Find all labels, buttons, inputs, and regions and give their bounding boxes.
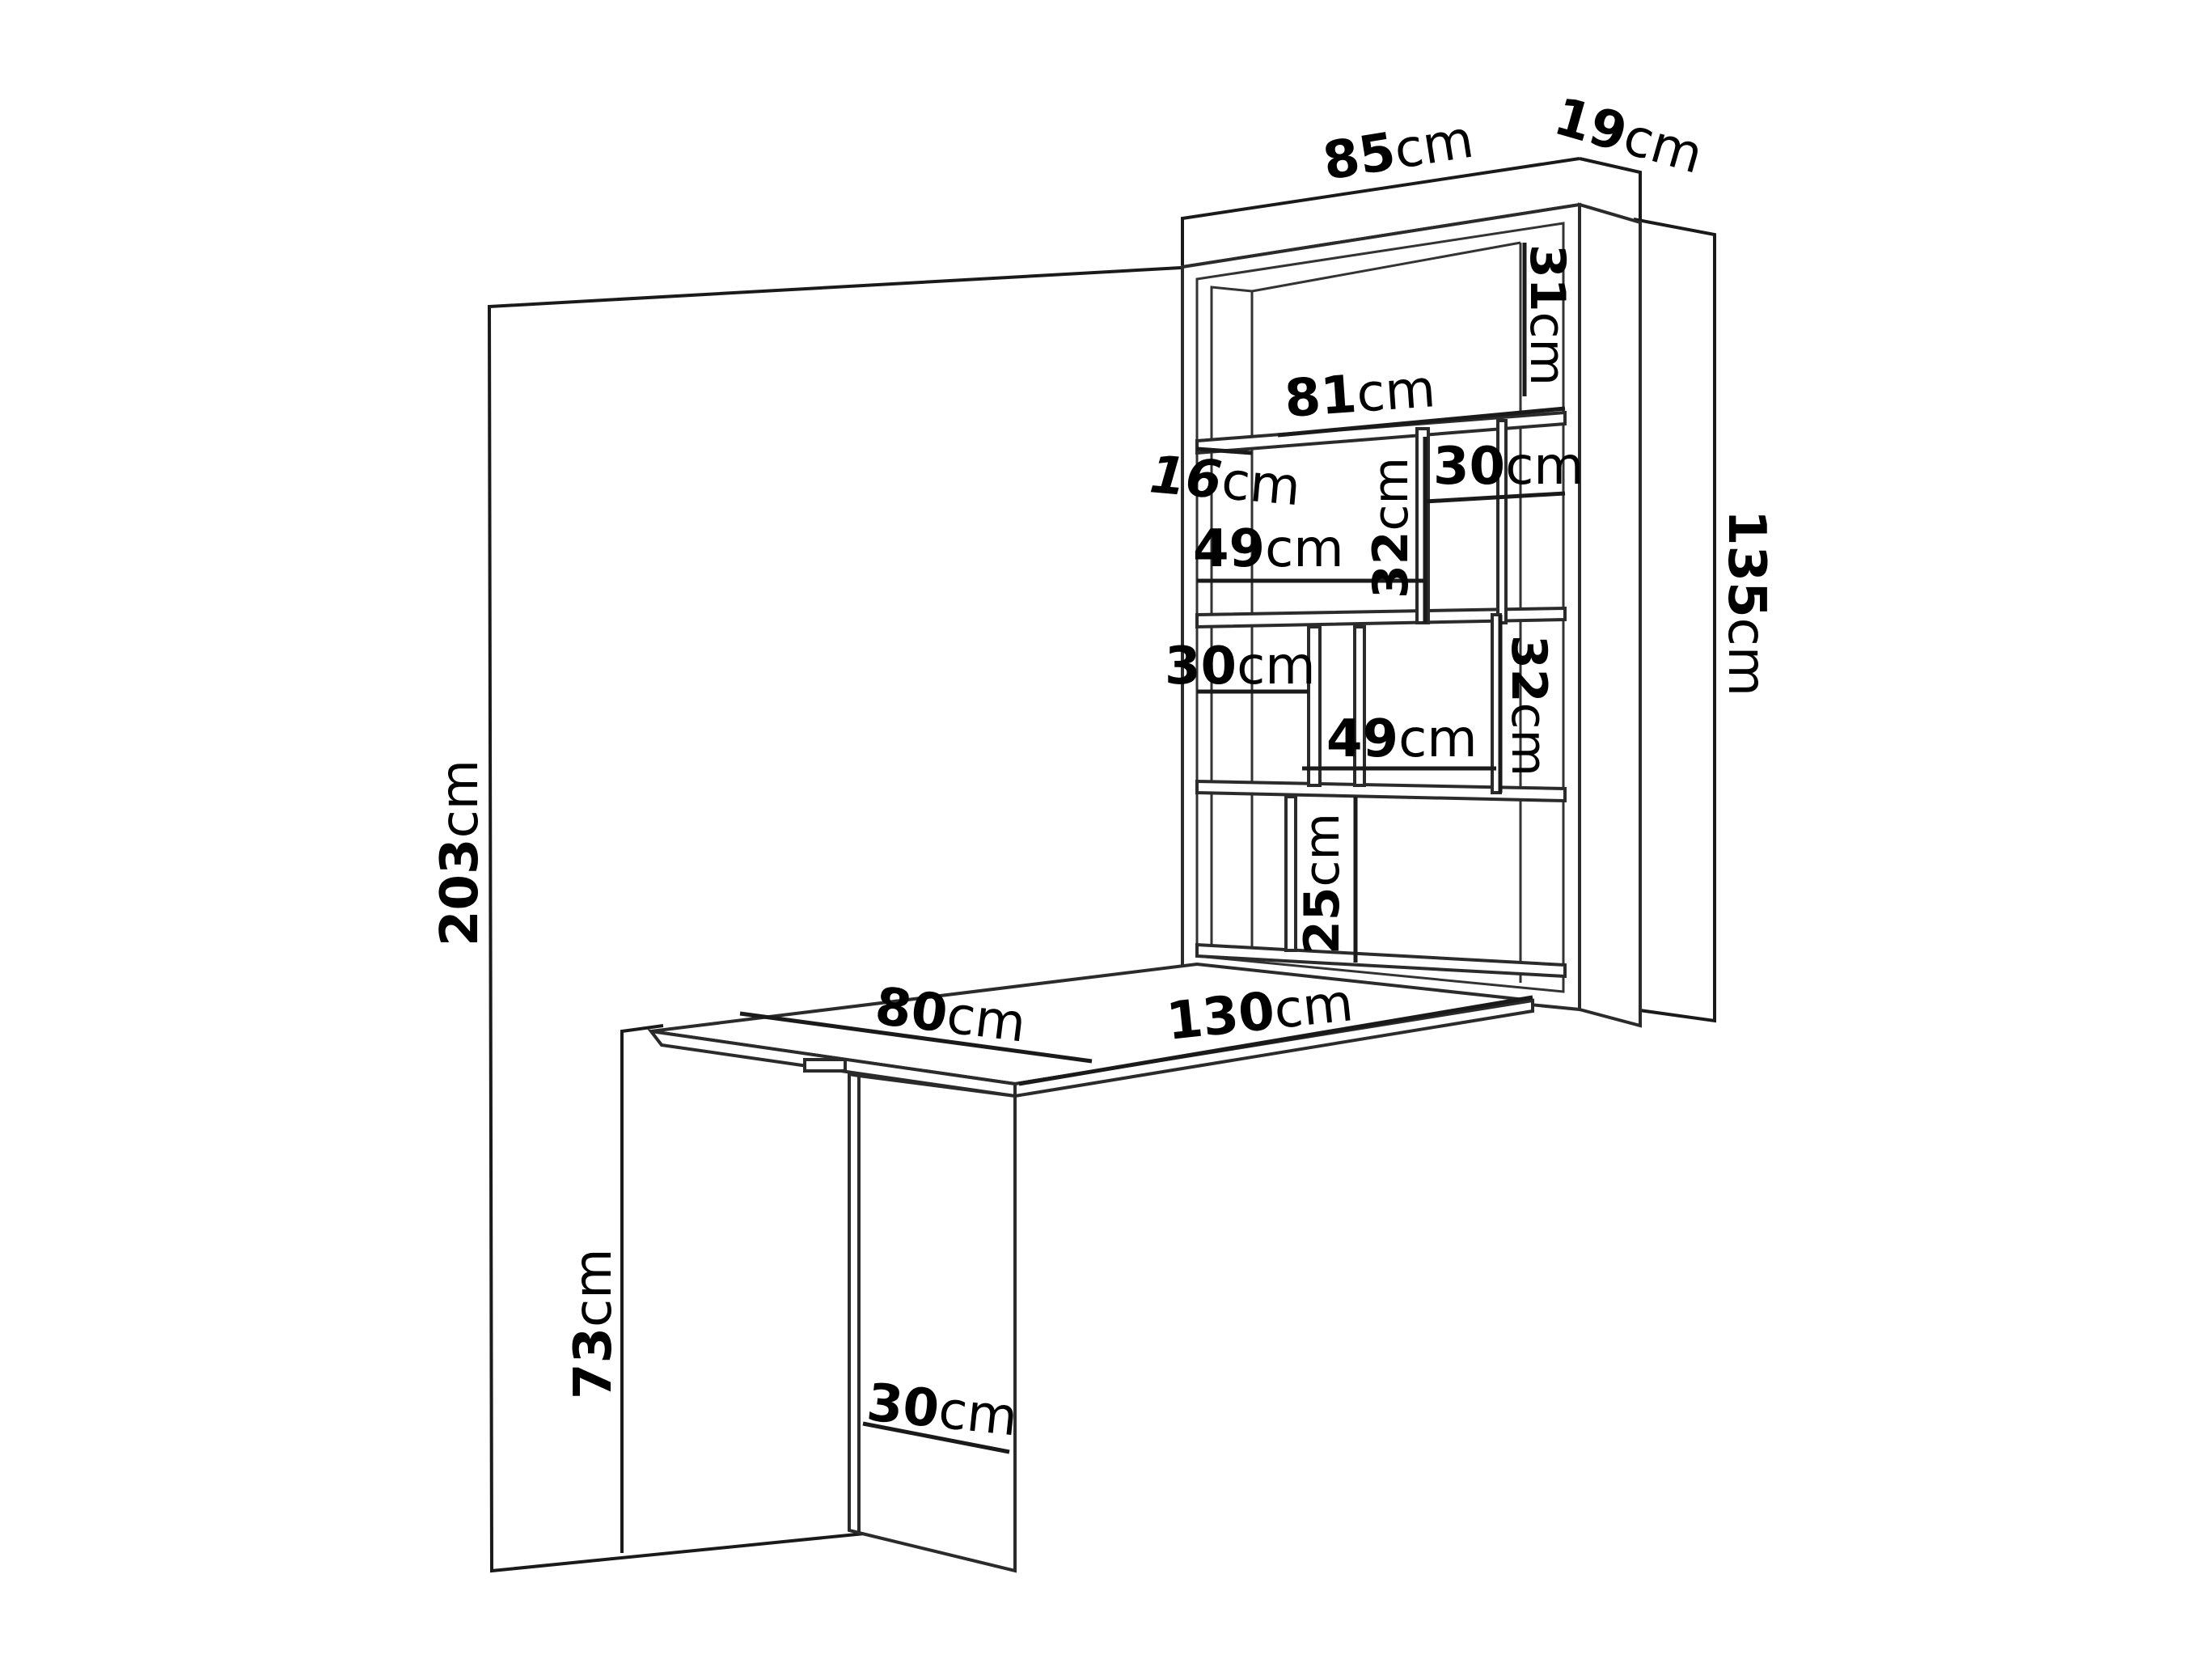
desk (647, 962, 1534, 1573)
measure-16cm-line (1196, 446, 1253, 455)
label-compartment-height-left: 32cm (1363, 457, 1419, 599)
label-shelf-width: 81cm (1283, 359, 1437, 430)
label-desk-height: 73cm (564, 1248, 624, 1399)
label-total-height: 203cm (430, 760, 490, 946)
measure-80cm-line (739, 1011, 1093, 1064)
label-width-top: 85cm (1319, 110, 1478, 193)
label-compartment-width-mid: 49cm (1326, 709, 1478, 769)
label-unit-height: 135cm (1716, 510, 1776, 696)
label-leg-width: 30cm (864, 1373, 1020, 1448)
label-compartment-height-right: 32cm (1500, 635, 1557, 776)
measure-30cm-leg-line (862, 1421, 1010, 1454)
measure-30cm-right-line (1424, 491, 1566, 504)
bookcase-unit (1181, 202, 1642, 1028)
top-depth-dimension (1579, 157, 1642, 219)
dimension-labels: 85cm 19cm 31cm 81cm 16cm 30cm 49cm 32cm (430, 87, 1776, 1448)
top-width-dimension (1181, 157, 1580, 265)
label-compartment-width-left: 49cm (1193, 519, 1344, 579)
measure-130cm-line (1018, 995, 1533, 1086)
unit-height-dimension (1633, 218, 1716, 1023)
measurement-lines (739, 243, 1566, 1454)
label-desk-width: 130cm (1164, 973, 1356, 1052)
label-shelf-offset: 16cm (1148, 445, 1303, 518)
measure-81cm-line (1277, 406, 1566, 438)
label-compartment-width-right: 30cm (1433, 437, 1584, 497)
label-bottom-shelf-height: 25cm (1294, 813, 1351, 954)
desk-height-dimension (620, 1024, 664, 1553)
label-compartment-width-mid-left: 30cm (1165, 637, 1316, 696)
label-desk-depth: 80cm (872, 976, 1029, 1054)
total-height-dimension (487, 266, 1182, 1573)
label-shelf-top-height: 31cm (1519, 244, 1575, 386)
